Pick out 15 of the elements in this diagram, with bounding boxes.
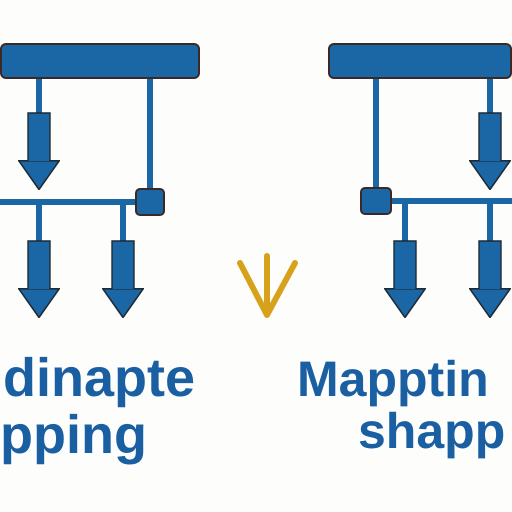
junction-box <box>360 187 392 215</box>
connector-line <box>123 199 135 205</box>
junction-box <box>135 188 165 216</box>
label-text: dinapte <box>3 349 196 408</box>
connector-line <box>0 199 39 205</box>
connector-line <box>405 198 490 204</box>
label-text: Mapptin <box>297 352 489 407</box>
connector-line <box>39 199 123 205</box>
connector-line <box>392 198 405 204</box>
process-bar <box>328 43 512 79</box>
process-bar <box>0 43 200 79</box>
label-text: pping <box>0 406 147 466</box>
connector-line <box>490 198 512 204</box>
connector-line <box>147 79 153 188</box>
connector-line <box>373 79 379 187</box>
